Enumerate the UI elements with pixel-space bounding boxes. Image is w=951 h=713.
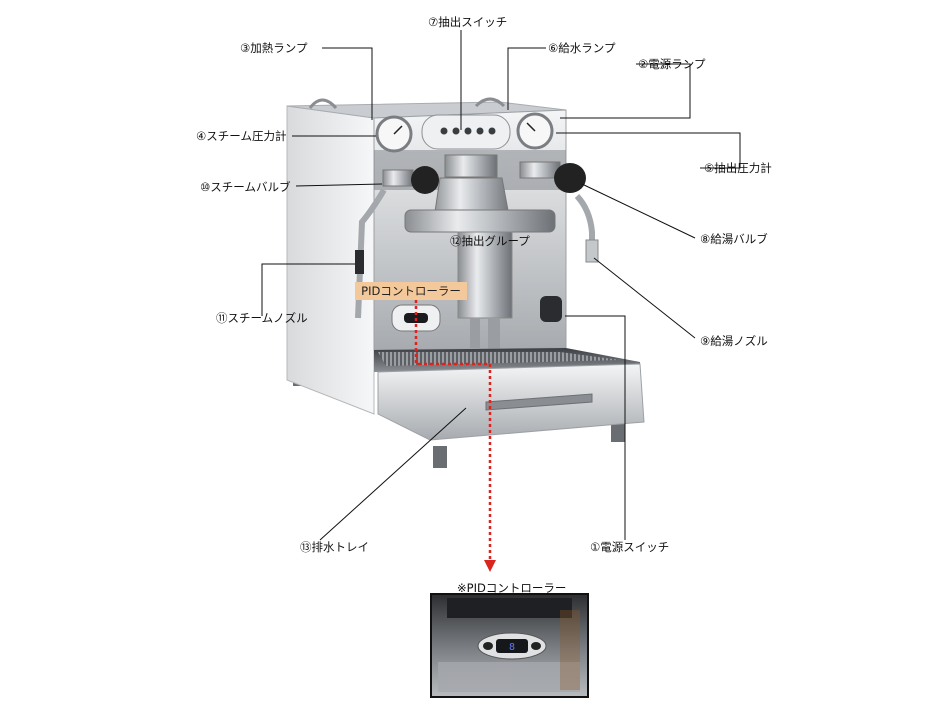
top-rail (308, 98, 338, 110)
label-heating-lamp: ③加熱ランプ (240, 41, 308, 55)
power-switch (540, 296, 562, 322)
machine-foot (433, 446, 447, 468)
steam-valve-knob (411, 166, 439, 194)
drip-grate (378, 352, 620, 366)
top-rail (474, 97, 506, 108)
label-steam-nozzle: ⑪スチームノズル (216, 311, 308, 325)
portafilter (404, 209, 556, 233)
pid-display-value: 8 (509, 642, 515, 653)
pid-arrow (414, 300, 492, 562)
hot-water-nozzle (574, 193, 595, 258)
pid-inset-photo: 8 (430, 593, 589, 698)
steam-nozzle (355, 188, 387, 319)
inset-caption: ※PIDコントローラー (457, 581, 567, 595)
leader-lines (261, 30, 741, 541)
label-power-switch: ①電源スイッチ (590, 540, 670, 554)
label-power-lamp: ②電源ランプ (638, 57, 706, 71)
label-steam-pressure-gauge: ④スチーム圧力計 (196, 129, 287, 143)
label-steam-valve: ⑩スチームバルブ (200, 180, 291, 194)
label-hot-water-nozzle: ⑨給湯ノズル (700, 334, 768, 348)
label-drain-tray: ⑬排水トレイ (300, 540, 369, 554)
machine-foot (611, 420, 625, 442)
hot-water-valve-knob (554, 163, 586, 193)
label-extraction-pressure-gauge: ⑤抽出圧力計 (704, 161, 772, 175)
label-extraction-switch: ⑦抽出スイッチ (428, 15, 508, 29)
label-hot-water-valve: ⑧給湯バルブ (700, 232, 768, 246)
label-brew-group: ⑫抽出グループ (450, 234, 530, 248)
portafilter-body (457, 231, 513, 319)
label-water-supply-lamp: ⑥給水ランプ (548, 41, 616, 55)
label-pid-controller: PIDコントローラー (355, 282, 467, 300)
pid-display (496, 639, 528, 653)
pid-arrow-head (484, 560, 496, 572)
